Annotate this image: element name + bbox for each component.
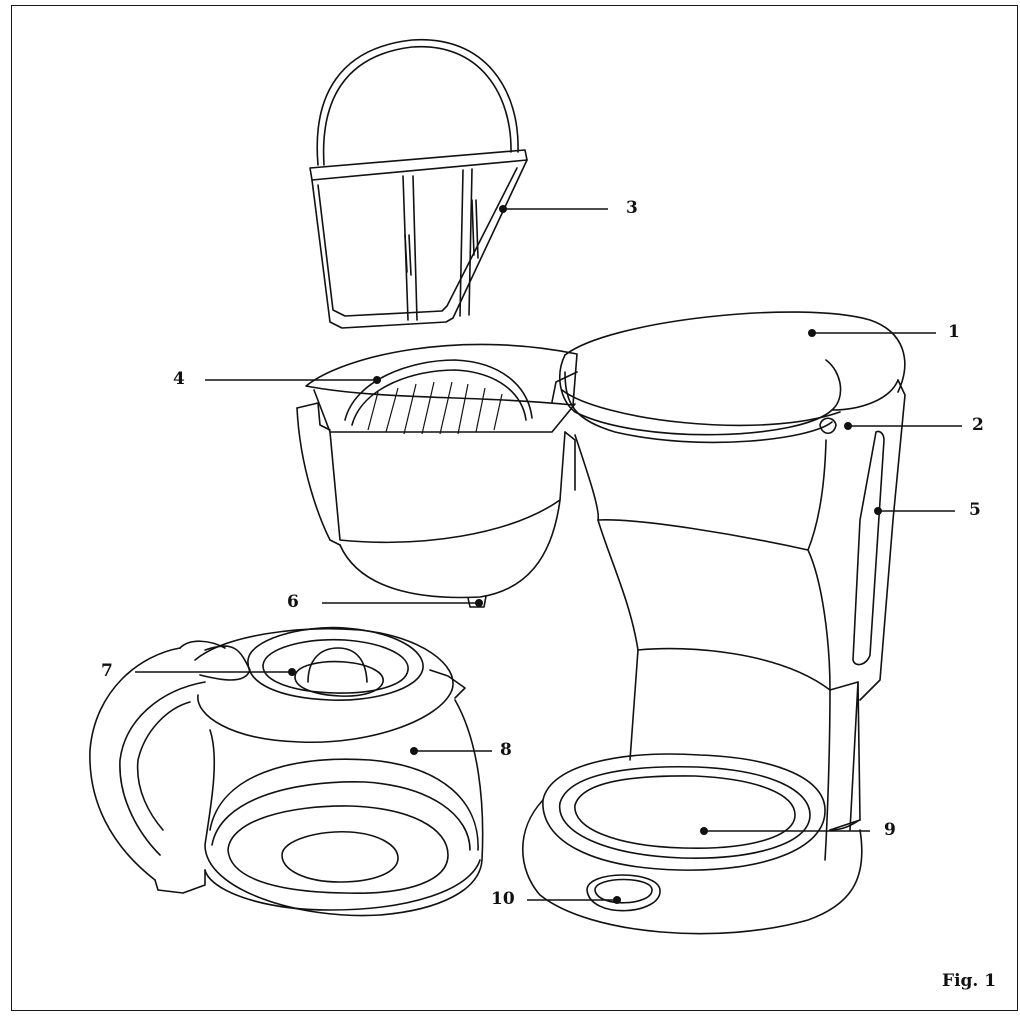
callout-3: 3	[626, 198, 638, 218]
callout-10: 10	[491, 889, 515, 909]
callout-5: 5	[969, 500, 981, 520]
carafe-icon	[89, 627, 484, 917]
filter-basket-icon	[296, 343, 578, 608]
callout-6: 6	[287, 592, 299, 612]
filter-holder-icon	[309, 38, 528, 329]
callout-4: 4	[173, 369, 185, 389]
callout-8: 8	[500, 740, 512, 760]
callout-leaders	[135, 205, 962, 904]
figure-label: Fig. 1	[942, 971, 997, 991]
callout-2: 2	[972, 415, 984, 435]
callout-1: 1	[948, 322, 960, 342]
coffee-maker-body-icon	[522, 311, 906, 935]
carafe-lid-icon	[247, 626, 424, 702]
callout-9: 9	[884, 820, 896, 840]
diagram-frame	[11, 5, 1018, 1011]
callout-7: 7	[101, 661, 113, 681]
